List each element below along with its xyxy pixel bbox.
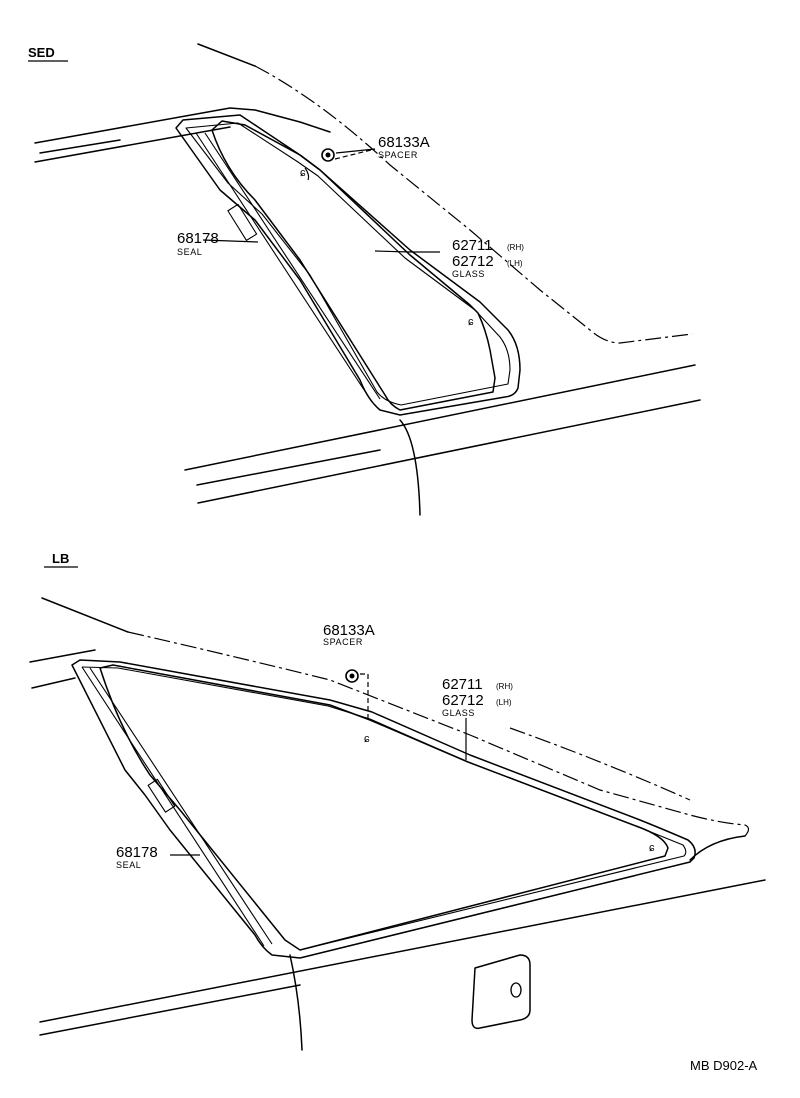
sedan-spacer-part	[321, 148, 376, 162]
sedan-glass-name: GLASS	[452, 269, 485, 279]
liftback-glass-clip-mark: ɕ	[364, 733, 370, 745]
sedan-body-lines	[34, 43, 701, 516]
sedan-glass-clip-mark-2: ɕ	[468, 316, 474, 328]
liftback-glass-name: GLASS	[442, 708, 475, 718]
liftback-glass-part-number-rh: 62711	[442, 676, 483, 693]
liftback-glass-clip-mark-2: ɕ	[649, 842, 655, 854]
liftback-spacer-part	[345, 669, 369, 722]
sedan-glass-rh-label: (RH)	[507, 243, 524, 252]
sedan-seal-clip	[227, 203, 258, 241]
liftback-spacer-part-number: 68133A	[323, 622, 375, 639]
liftback-glass-rh-label: (RH)	[496, 682, 513, 691]
liftback-leaders	[170, 718, 467, 856]
sedan-leaders	[202, 239, 440, 253]
sedan-tag: SED	[28, 45, 55, 60]
diagram-code: MB D902-A	[690, 1058, 758, 1073]
liftback-body-lines	[29, 597, 766, 1051]
liftback-glass-lh-label: (LH)	[496, 698, 512, 707]
sedan-spacer-name: SPACER	[378, 150, 418, 160]
sedan-glass-part: ɕ ɕ	[211, 120, 496, 411]
sedan-seal-part	[175, 114, 521, 416]
sedan-spacer-part-number: 68133A	[378, 134, 430, 151]
liftback-glass-part-number-lh: 62712	[442, 692, 484, 709]
sedan-seal-name: SEAL	[177, 247, 202, 257]
liftback-seal-part	[71, 659, 696, 959]
liftback-spacer-name: SPACER	[323, 637, 363, 647]
liftback-seal-part-number: 68178	[116, 844, 158, 861]
liftback-fuel-door	[471, 954, 531, 1030]
sedan-glass-clip-mark: ɕ	[300, 167, 306, 179]
liftback-tag: LB	[52, 551, 69, 566]
liftback-glass-part: ɕ ɕ	[99, 664, 669, 951]
sedan-section: SED ɕ ɕ	[28, 43, 701, 516]
liftback-seal-name: SEAL	[116, 860, 141, 870]
liftback-section: LB ɕ ɕ	[29, 551, 766, 1051]
liftback-seal-clip	[147, 778, 176, 813]
sedan-glass-lh-label: (LH)	[507, 259, 523, 268]
sedan-glass-part-number-rh: 62711	[452, 237, 493, 254]
sedan-seal-part-number: 68178	[177, 230, 219, 247]
sedan-glass-part-number-lh: 62712	[452, 253, 494, 270]
